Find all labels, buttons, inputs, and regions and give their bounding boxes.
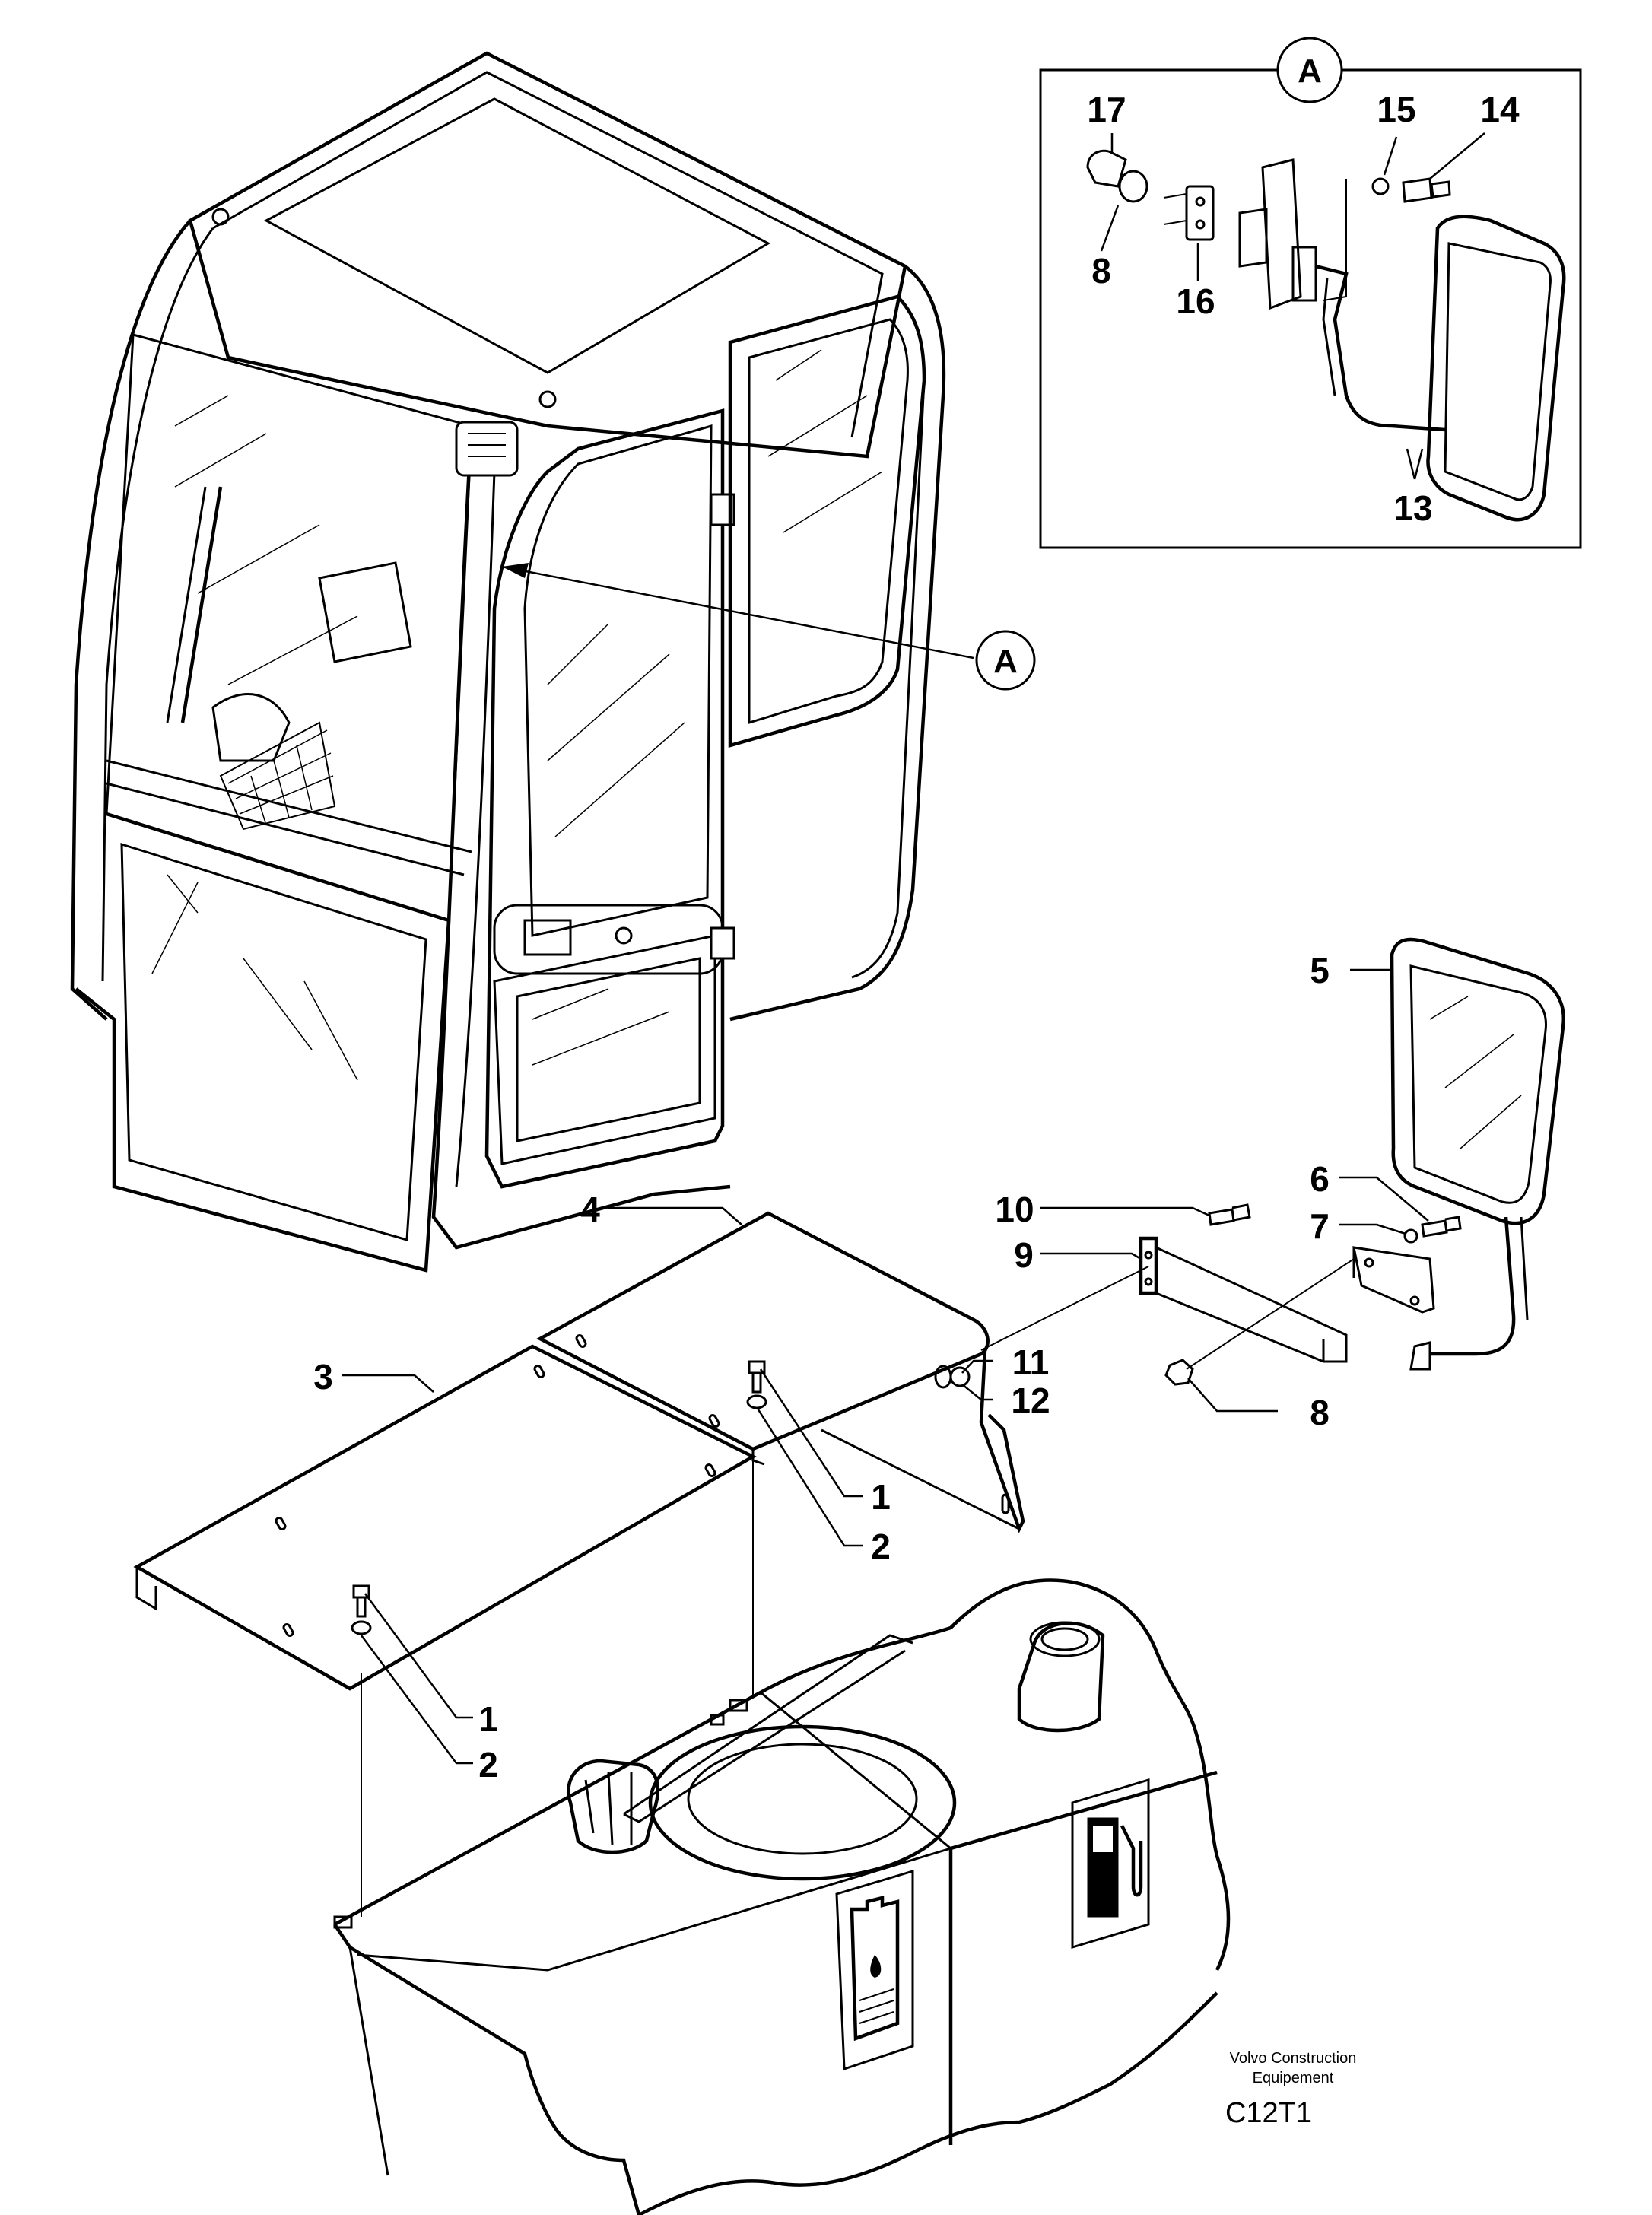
brand-line-1: Volvo Construction (1230, 2050, 1357, 2067)
part-label-1-left: 1 (478, 1699, 498, 1739)
hydraulic-oil-icon (835, 1869, 914, 2071)
part-label-11: 11 (1012, 1343, 1050, 1382)
part-label-3: 3 (313, 1357, 333, 1397)
detail-a-callout: A (501, 563, 1036, 691)
title-block: Volvo Construction Equipement C12T1 (1225, 2050, 1356, 2129)
part-label-8: 8 (1310, 1393, 1330, 1432)
callout-a-label: A (993, 643, 1018, 680)
part-label-12: 12 (1011, 1381, 1050, 1420)
part-label-9: 9 (1014, 1235, 1034, 1275)
operator-cab (70, 51, 946, 1273)
part-label-2-left: 2 (478, 1745, 498, 1784)
part-label-10: 10 (995, 1190, 1034, 1229)
part-label-7: 7 (1310, 1206, 1330, 1246)
detail-a-box: A 17 8 16 15 14 13 (1039, 37, 1582, 549)
part-label-6: 6 (1310, 1159, 1330, 1199)
mirror-assembly: 5 10 9 6 7 11 12 8 (934, 937, 1566, 1432)
part-label-8-detail: 8 (1091, 251, 1111, 291)
drawing-code: C12T1 (1225, 2097, 1312, 2129)
part-label-15: 15 (1377, 90, 1415, 129)
part-label-14: 14 (1480, 90, 1520, 129)
part-label-1-right: 1 (871, 1477, 891, 1517)
fuel-pump-icon (1071, 1778, 1150, 1950)
part-label-16: 16 (1176, 281, 1215, 321)
tank-assembly (333, 1578, 1231, 2215)
part-label-2-right: 2 (871, 1527, 891, 1566)
cover-plates: 3 4 1 2 1 2 (133, 1190, 1025, 1917)
part-label-17: 17 (1087, 90, 1126, 129)
detail-a-label: A (1298, 52, 1322, 90)
part-label-4: 4 (580, 1190, 600, 1229)
brand-line-2: Equipement (1253, 2070, 1334, 2086)
part-label-13: 13 (1393, 488, 1432, 528)
part-label-5: 5 (1310, 951, 1330, 990)
